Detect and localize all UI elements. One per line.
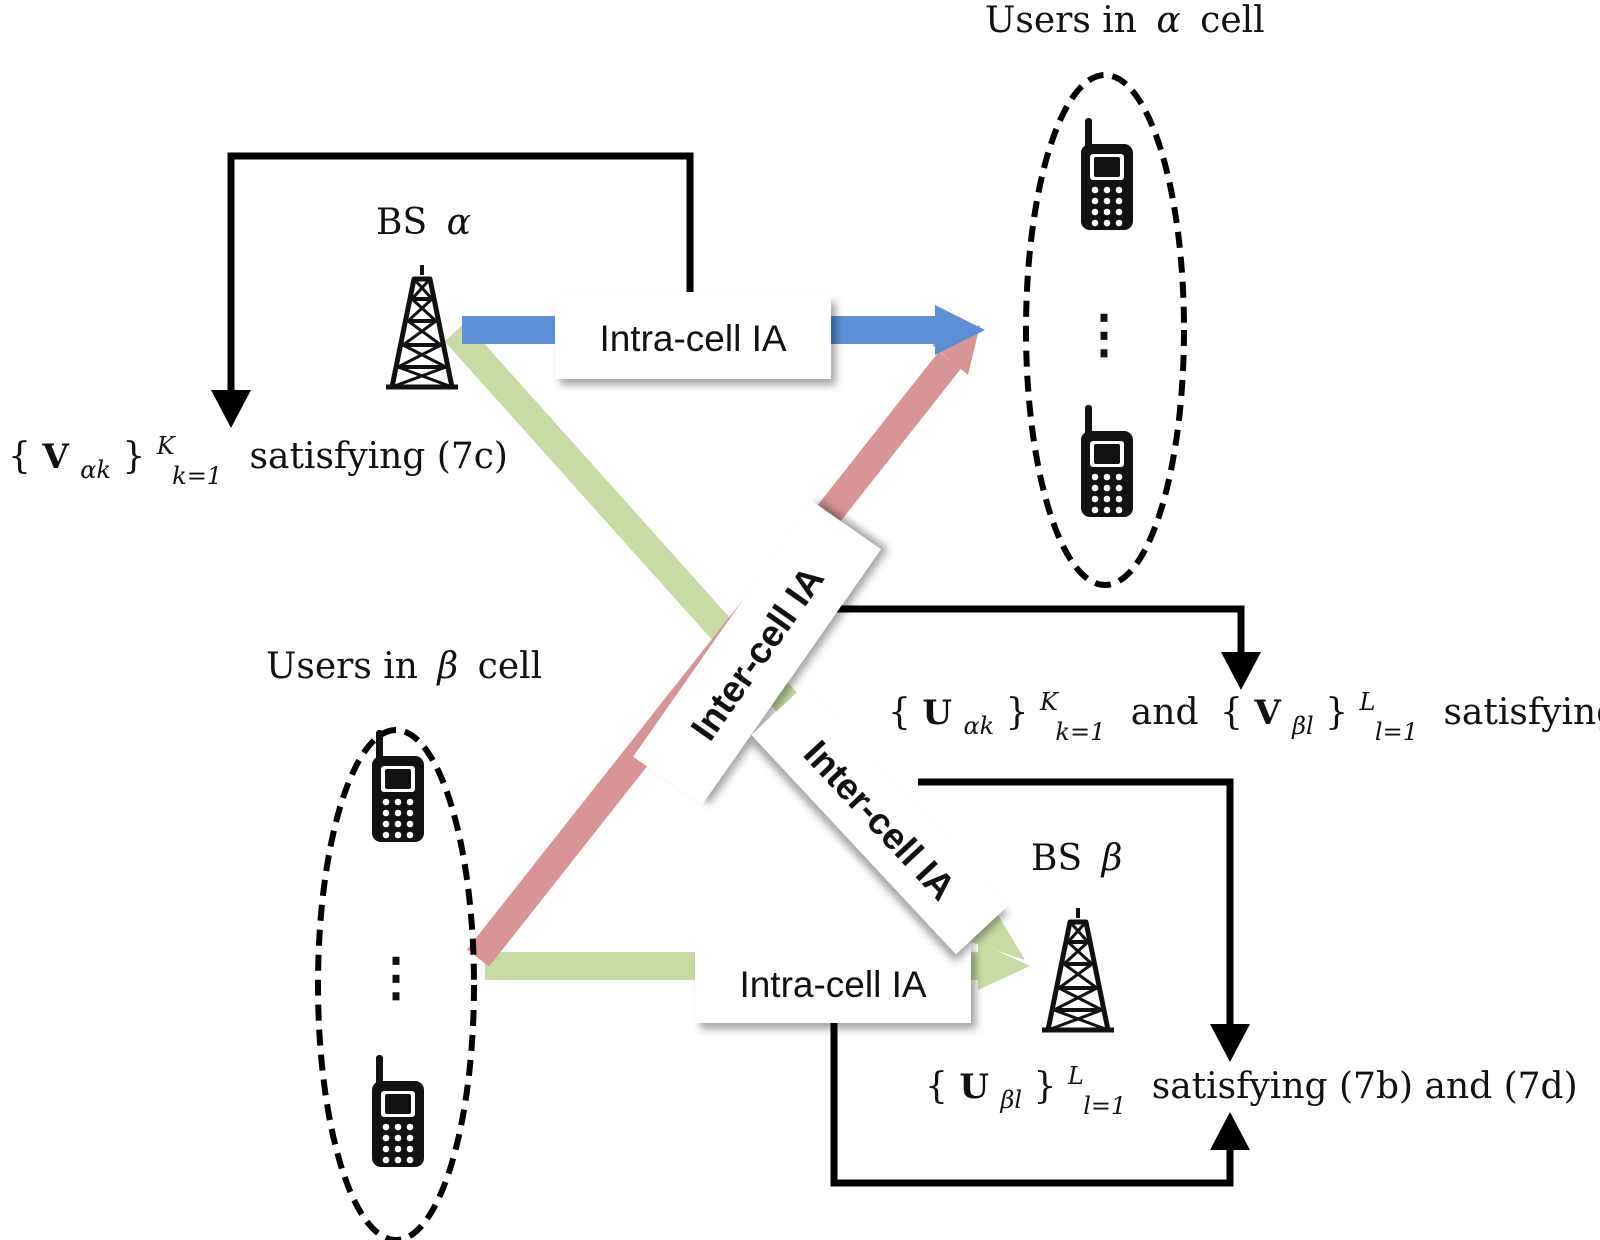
intra-cell-ia-label: Intra-cell IA [599, 318, 786, 359]
mobile-phone-icon [372, 730, 424, 842]
users-alpha-cluster: ⋮ [1023, 72, 1187, 588]
bs-beta-label: BS β [1031, 838, 1122, 879]
vertical-dots: ⋮ [1078, 304, 1130, 365]
inter-cell-ia-box-main: Inter-cell IA [633, 501, 881, 805]
vertical-dots: ⋮ [370, 947, 422, 1008]
bs-alpha-label: BS α [376, 202, 471, 243]
v-alpha-equation: { V αk } K k=1 satisfying (7c) [8, 422, 508, 493]
feedback-arrowhead-alpha [211, 390, 251, 428]
mobile-phone-icon [372, 1055, 424, 1167]
u-beta-equation: { U βl } L l=1 satisfying (7b) and (7d) [925, 1052, 1578, 1123]
users-beta-label: Users in β cell [266, 646, 542, 687]
cell-tower-icon [386, 265, 458, 387]
feedback-arrow-alpha [227, 152, 694, 400]
feedback-arrow-bs-beta-top [918, 778, 1234, 1035]
feedback-arrowhead-bs-beta-top [1210, 1024, 1250, 1062]
feedback-arrowhead-bs-beta-bottom [1210, 1112, 1250, 1150]
mobile-phone-icon [1081, 118, 1133, 230]
feedback-arrow-bs-beta-bottom [830, 1018, 1234, 1187]
inter-cell-ia-label: Inter-cell IA [796, 733, 963, 908]
intra-cell-ia-box-bottom: Intra-cell IA [695, 945, 971, 1023]
users-alpha-label: Users in α cell [985, 0, 1265, 41]
feedback-arrowhead-users-alpha [1221, 652, 1261, 690]
feedback-arrow-users-alpha [825, 605, 1245, 662]
cell-tower-icon [1042, 908, 1114, 1030]
intra-cell-ia-box-top: Intra-cell IA [555, 296, 831, 379]
u-alpha-v-beta-equation: { U αk } K k=1 and { V βl } L l=1 satisf… [888, 678, 1600, 749]
intra-cell-ia-label: Intra-cell IA [739, 964, 926, 1005]
mobile-phone-icon [1081, 405, 1133, 517]
users-beta-cluster: ⋮ [315, 727, 477, 1240]
